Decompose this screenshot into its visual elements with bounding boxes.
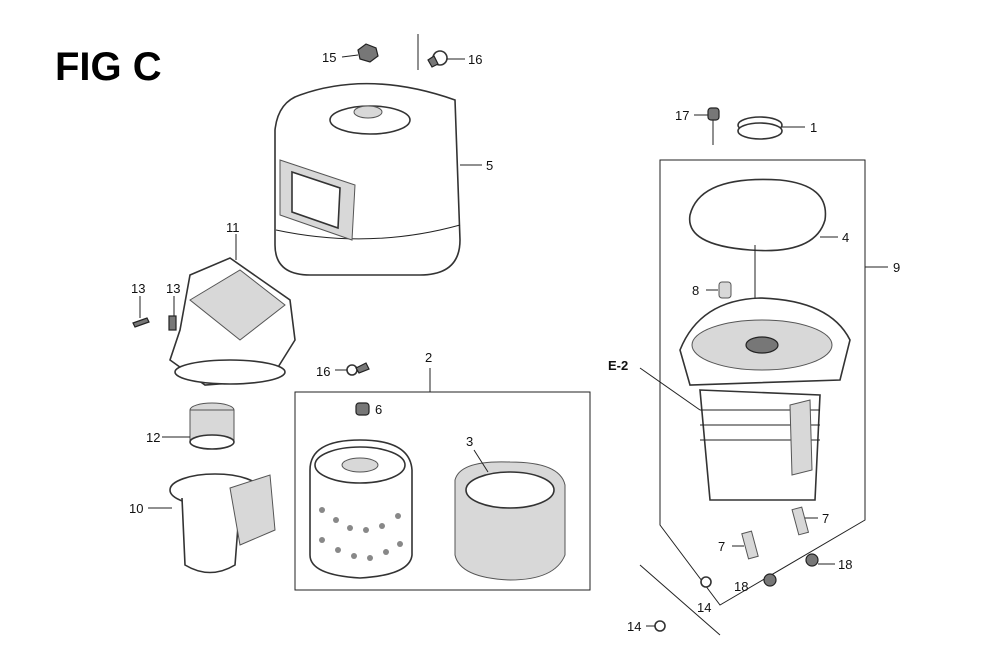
part-13-bolts: 13 13 xyxy=(131,281,180,331)
part-10-housing: 10 xyxy=(129,473,276,574)
label-17: 17 xyxy=(675,108,689,123)
part-14-clips: 14 14 xyxy=(627,564,721,636)
label-13-left: 13 xyxy=(131,281,145,296)
label-18-left: 18 xyxy=(734,579,748,594)
label-13-right: 13 xyxy=(166,281,180,296)
label-18-right: 18 xyxy=(838,557,852,572)
label-7-left: 7 xyxy=(718,539,725,554)
label-6: 6 xyxy=(375,402,382,417)
part-16-nut: 16 xyxy=(417,34,482,70)
label-1: 1 xyxy=(810,120,817,135)
label-2: 2 xyxy=(425,350,432,365)
label-14-right: 14 xyxy=(697,600,711,615)
part-15-wing-nut: 15 xyxy=(322,43,379,65)
label-9: 9 xyxy=(893,260,900,275)
label-5: 5 xyxy=(486,158,493,173)
label-e2: E-2 xyxy=(608,358,628,373)
label-3: 3 xyxy=(466,434,473,449)
part-11-elbow: 11 xyxy=(169,220,296,386)
part-5-air-cleaner-cover: 5 xyxy=(274,82,493,276)
label-16-top: 16 xyxy=(468,52,482,67)
label-16-middle: 16 xyxy=(316,364,330,379)
label-12: 12 xyxy=(146,430,160,445)
label-4: 4 xyxy=(842,230,849,245)
part-9-air-cleaner-assembly: 9 17 1 4 8 E-2 7 7 xyxy=(608,107,900,606)
label-10: 10 xyxy=(129,501,143,516)
figure-title: FIG C xyxy=(55,45,162,89)
label-15: 15 xyxy=(322,50,336,65)
part-12-screen: 12 xyxy=(146,402,235,450)
label-14-left: 14 xyxy=(627,619,641,634)
label-8: 8 xyxy=(692,283,699,298)
label-7-right: 7 xyxy=(822,511,829,526)
part-2-element-assembly: 2 16 6 3 xyxy=(294,350,591,591)
label-11: 11 xyxy=(226,220,240,235)
